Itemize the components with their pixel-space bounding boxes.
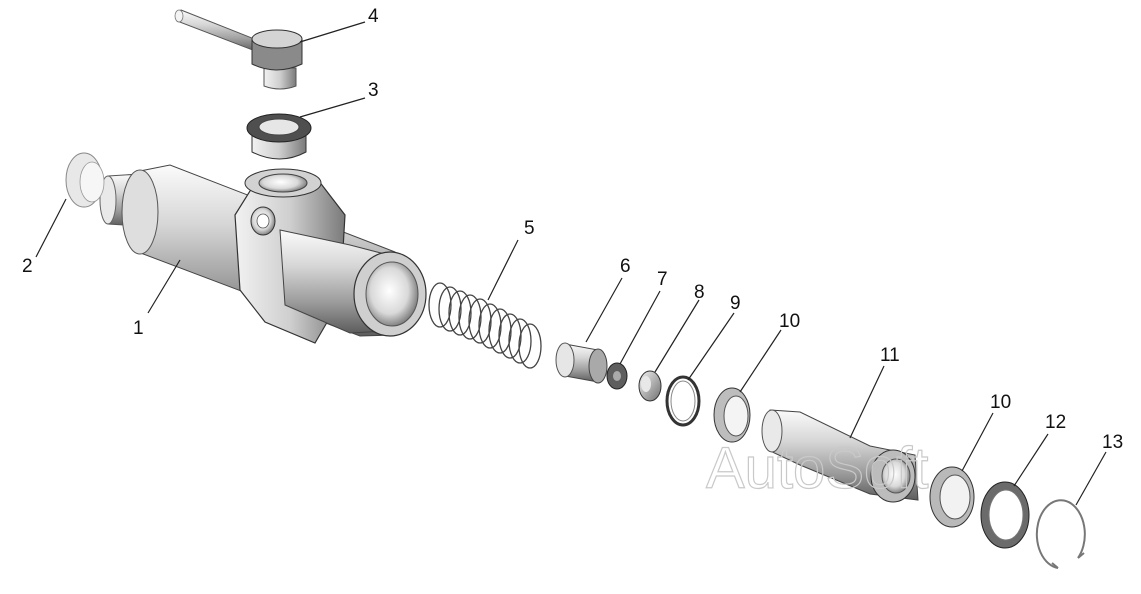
callout-1: 1 xyxy=(133,318,144,339)
callout-10a: 10 xyxy=(779,311,800,332)
part-6-sleeve xyxy=(555,342,608,384)
part-9-ring xyxy=(665,375,701,427)
leader-12 xyxy=(1013,433,1049,487)
leader-7 xyxy=(619,290,661,365)
leader-2 xyxy=(35,198,67,258)
callout-10b: 10 xyxy=(990,392,1011,413)
leader-10a xyxy=(739,329,782,393)
part-10-cup-seal-rear xyxy=(929,466,975,528)
callout-3: 3 xyxy=(368,80,379,101)
part-8-piston xyxy=(638,370,662,402)
leader-13 xyxy=(1075,451,1107,506)
leader-3 xyxy=(299,97,366,118)
callout-6: 6 xyxy=(620,256,631,277)
leader-9 xyxy=(687,312,735,381)
leader-4 xyxy=(299,21,366,43)
callout-13: 13 xyxy=(1102,432,1123,453)
leader-1 xyxy=(147,259,181,314)
part-13-snap-ring xyxy=(1035,499,1086,569)
leader-5 xyxy=(487,239,519,301)
callout-5: 5 xyxy=(524,218,535,239)
watermark-text: AutoSoft xyxy=(706,436,928,501)
callout-7: 7 xyxy=(657,269,668,290)
leader-11 xyxy=(849,365,885,439)
part-1-cylinder-body xyxy=(99,164,427,344)
callout-4: 4 xyxy=(368,6,379,27)
callout-labels: 1 2 3 4 5 6 7 8 9 10 11 10 12 13 xyxy=(22,6,1123,453)
part-10-cup-seal-front xyxy=(713,387,751,443)
callout-11: 11 xyxy=(880,345,900,366)
part-12-washer xyxy=(980,481,1030,549)
part-2-end-cap xyxy=(65,152,105,208)
leader-lines xyxy=(35,21,1107,506)
part-7-washer xyxy=(606,362,628,390)
leader-6 xyxy=(585,277,623,343)
part-11-piston xyxy=(761,409,919,503)
callout-2: 2 xyxy=(22,256,33,277)
leader-8 xyxy=(654,299,700,373)
callout-12: 12 xyxy=(1045,412,1066,433)
part-4-hose-fitting xyxy=(174,9,303,90)
part-5-spring xyxy=(428,282,542,369)
leader-10b xyxy=(961,412,994,472)
callout-9: 9 xyxy=(730,293,741,314)
part-3-seal-bushing xyxy=(246,113,312,160)
callout-8: 8 xyxy=(694,282,705,303)
